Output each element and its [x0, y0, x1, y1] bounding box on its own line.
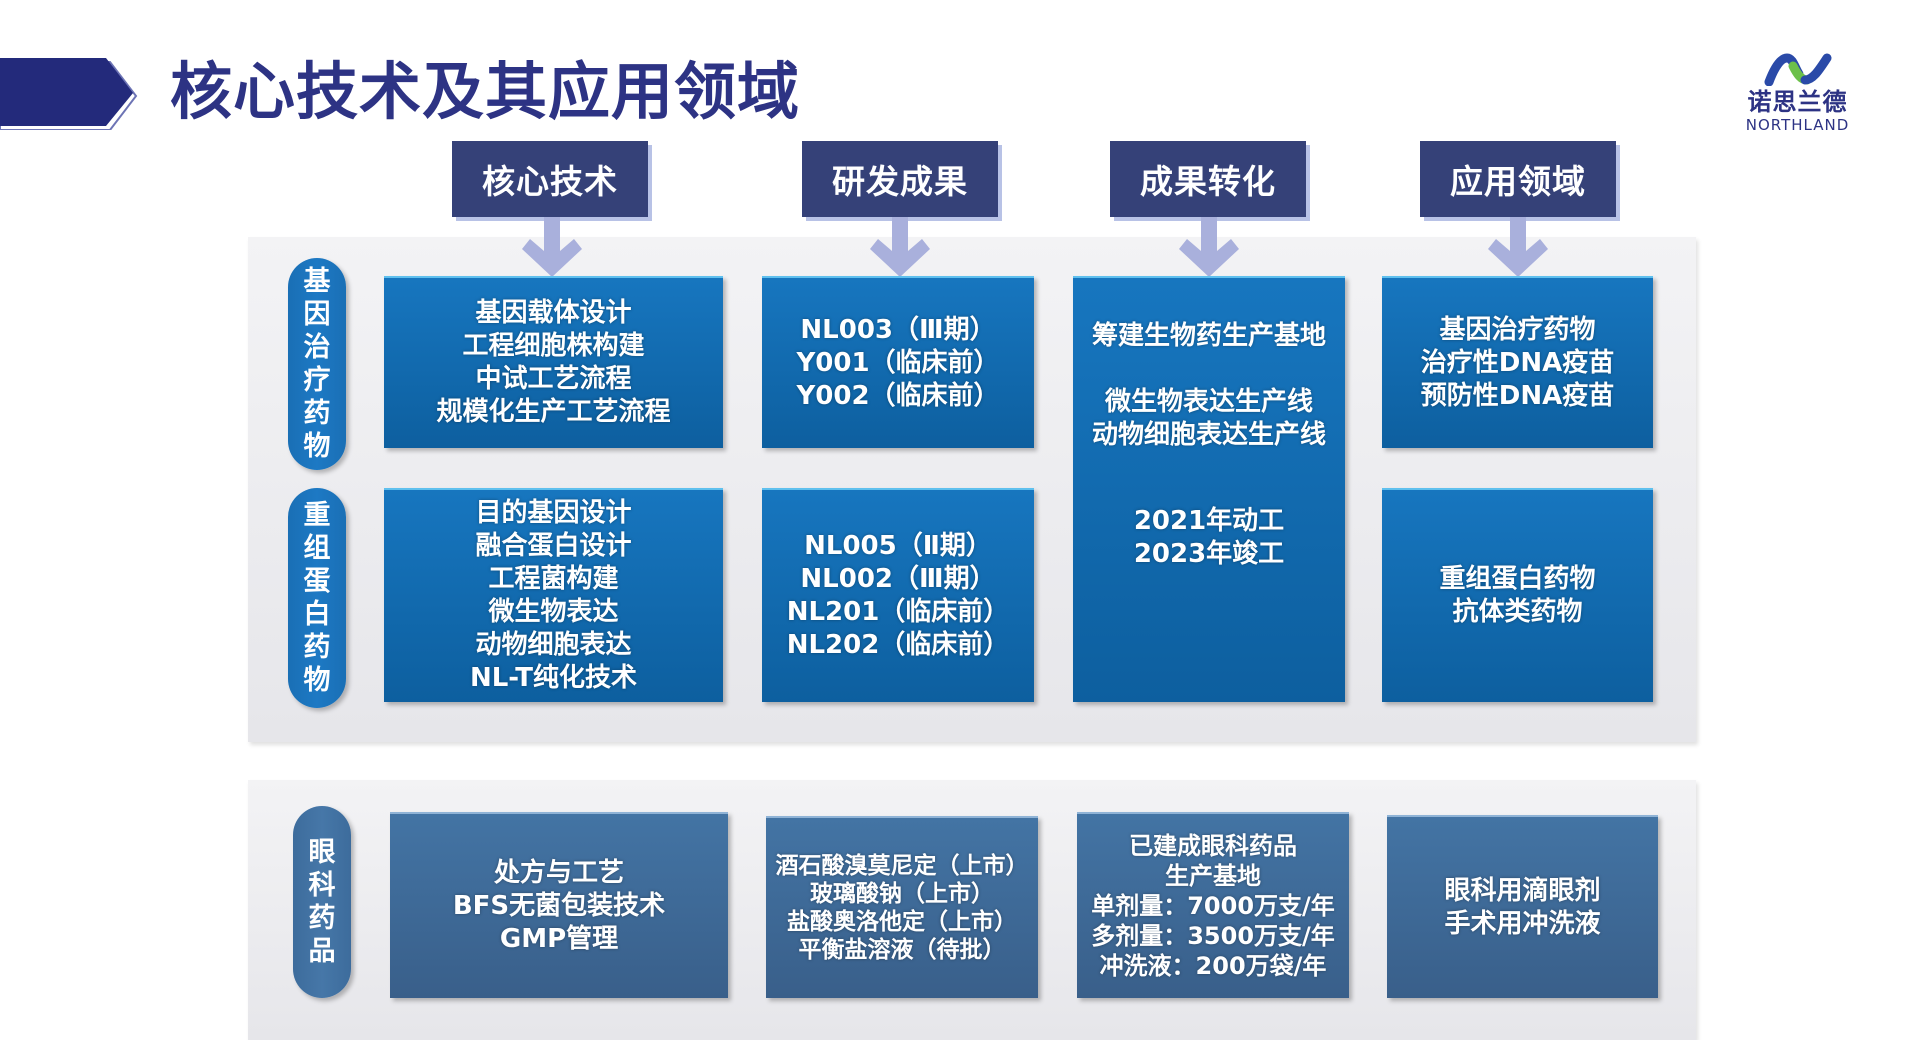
cell-line: 冲洗液：200万袋/年 [1099, 952, 1327, 980]
category-char: 白 [303, 599, 331, 630]
cell-line: 2023年竣工 [1133, 539, 1285, 569]
cell-line: 抗体类药物 [1452, 597, 1583, 627]
cell-line: 已建成眼科药品 [1129, 832, 1297, 860]
cell-line: 多剂量：3500万支/年 [1091, 922, 1335, 950]
cell-line: 融合蛋白设计 [475, 531, 632, 561]
cell-line: 生产基地 [1165, 862, 1261, 890]
cell-line: NL005（Ⅱ期） [804, 531, 992, 561]
category-char: 药 [303, 632, 331, 663]
category-char: 组 [303, 533, 331, 564]
cell-line: 治疗性DNA疫苗 [1420, 347, 1615, 378]
category-char: 药 [303, 398, 331, 429]
cell-line: 酒石酸溴莫尼定（上市） [775, 853, 1029, 879]
cell-line: 目的基因设计 [475, 498, 632, 528]
ophthalmic-core-tech: 处方与工艺 BFS无菌包装技术 GMP管理 [390, 812, 728, 998]
logo-name-cn: 诺思兰德 [1747, 88, 1848, 116]
recombinant-protein-application: 重组蛋白药物 抗体类药物 [1382, 488, 1653, 702]
recombinant-protein-core-tech: 目的基因设计 融合蛋白设计 工程菌构建 微生物表达 动物细胞表达 NL-T纯化技… [384, 488, 723, 702]
cell-line: 眼科用滴眼剂 [1444, 875, 1601, 906]
cell-line: NL002（Ⅲ期） [800, 564, 996, 594]
cell-line: 规模化生产工艺流程 [436, 397, 671, 427]
gene-therapy-application: 基因治疗药物 治疗性DNA疫苗 预防性DNA疫苗 [1382, 276, 1653, 448]
category-char: 药 [308, 903, 336, 934]
cell-line: 预防性DNA疫苗 [1420, 380, 1615, 411]
cell-line: 处方与工艺 [493, 857, 624, 888]
cell-line: GMP管理 [499, 923, 619, 954]
cell-line: Y001（临床前） [796, 347, 1000, 378]
cell-line: 平衡盐溶液（待批） [798, 937, 1006, 963]
cell-line: NL202（临床前） [786, 630, 1010, 660]
cell-line: 2021年动工 [1133, 506, 1285, 536]
page-title: 核心技术及其应用领域 [170, 55, 801, 128]
category-char: 治 [303, 332, 331, 363]
category-char: 重 [303, 500, 331, 531]
cell-line: Y002（临床前） [796, 380, 1000, 411]
category-char: 物 [303, 431, 331, 462]
category-char: 基 [303, 266, 331, 297]
cell-line: 工程细胞株构建 [462, 331, 645, 361]
cell-line: NL-T纯化技术 [469, 663, 638, 693]
category-char: 疗 [303, 365, 331, 396]
down-arrow-icon [522, 217, 582, 277]
column-header-application: 应用领域 [1420, 141, 1616, 217]
down-arrow-icon [1179, 217, 1239, 277]
cell-line: 筹建生物药生产基地 [1091, 321, 1326, 351]
category-char: 物 [303, 665, 331, 696]
category-char: 因 [303, 299, 331, 330]
cell-line: 微生物表达 [488, 597, 619, 627]
northland-n-logo-icon [1764, 53, 1831, 86]
cell-line: 盐酸奥洛他定（上市） [787, 909, 1017, 935]
down-arrow-icon [1488, 217, 1548, 277]
cell-line: 基因载体设计 [475, 298, 632, 328]
cell-line: 中试工艺流程 [475, 364, 632, 394]
cell-line: 动物细胞表达 [475, 630, 632, 660]
company-logo: 诺思兰德 NORTHLAND [1735, 52, 1860, 147]
ophthalmic-commercialization: 已建成眼科药品 生产基地 单剂量：7000万支/年 多剂量：3500万支/年 冲… [1077, 812, 1349, 998]
ophthalmic-rd-results: 酒石酸溴莫尼定（上市） 玻璃酸钠（上市） 盐酸奥洛他定（上市） 平衡盐溶液（待批… [766, 816, 1038, 998]
category-recombinant-protein: 重 组 蛋 白 药 物 [288, 488, 346, 708]
column-header-commercialization: 成果转化 [1110, 141, 1306, 217]
title-banner-arrow-icon [0, 58, 138, 130]
logo-name-en: NORTHLAND [1745, 116, 1850, 134]
cell-line: 微生物表达生产线 [1104, 387, 1313, 417]
commercialization-biologics-base: 筹建生物药生产基地 微生物表达生产线 动物细胞表达生产线 2021年动工 202… [1073, 276, 1345, 702]
cell-line: 重组蛋白药物 [1439, 564, 1596, 594]
cell-line: 工程菌构建 [488, 564, 619, 594]
column-header-core-tech: 核心技术 [452, 141, 648, 217]
cell-line: 基因治疗药物 [1439, 314, 1596, 345]
cell-line: 单剂量：7000万支/年 [1091, 892, 1335, 920]
gene-therapy-core-tech: 基因载体设计 工程细胞株构建 中试工艺流程 规模化生产工艺流程 [384, 276, 723, 448]
cell-line: 动物细胞表达生产线 [1091, 420, 1326, 450]
cell-line: 玻璃酸钠（上市） [810, 881, 994, 907]
cell-line: 手术用冲洗液 [1444, 908, 1601, 939]
cell-line: NL003（Ⅲ期） [800, 314, 996, 345]
cell-line: NL201（临床前） [786, 597, 1010, 627]
category-ophthalmic: 眼 科 药 品 [293, 806, 351, 998]
category-char: 蛋 [303, 566, 331, 597]
column-header-rd-results: 研发成果 [802, 141, 998, 217]
category-char: 眼 [308, 837, 336, 868]
down-arrow-icon [870, 217, 930, 277]
category-char: 科 [308, 870, 336, 901]
recombinant-protein-rd-results: NL005（Ⅱ期） NL002（Ⅲ期） NL201（临床前） NL202（临床前… [762, 488, 1034, 702]
ophthalmic-application: 眼科用滴眼剂 手术用冲洗液 [1387, 815, 1658, 998]
category-gene-therapy: 基 因 治 疗 药 物 [288, 258, 346, 470]
gene-therapy-rd-results: NL003（Ⅲ期） Y001（临床前） Y002（临床前） [762, 276, 1034, 448]
category-char: 品 [308, 936, 336, 967]
cell-line: BFS无菌包装技术 [452, 890, 666, 921]
